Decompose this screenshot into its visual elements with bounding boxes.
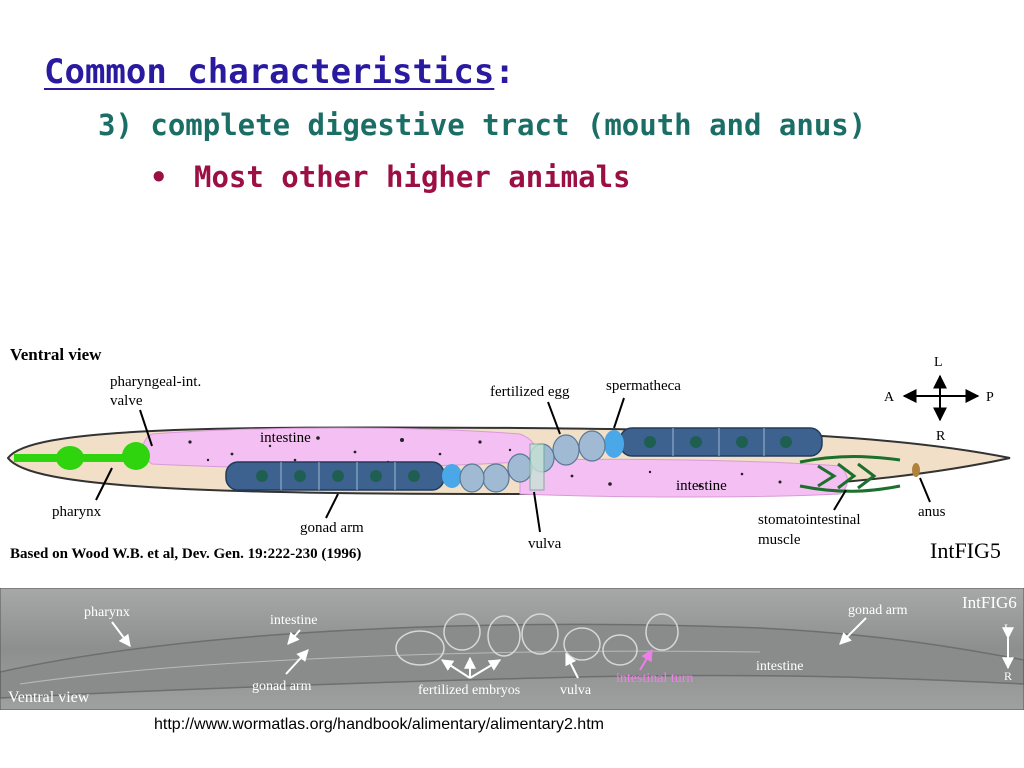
gonad-nuclei-upper bbox=[644, 436, 792, 448]
numbered-point: 3) complete digestive tract (mouth and a… bbox=[98, 108, 867, 142]
micro-label-gonad-arm2: gonad arm bbox=[848, 603, 908, 618]
slide-title-colon: : bbox=[494, 52, 515, 92]
fertilized-eggs bbox=[459, 430, 606, 493]
fig6-compass-l: L bbox=[1004, 621, 1011, 635]
compass-a: A bbox=[884, 390, 895, 405]
worm-diagram: Ventral view pharyngeal-int. valve ferti… bbox=[0, 336, 1024, 582]
compass-l: L bbox=[934, 355, 943, 370]
label-vulva: vulva bbox=[528, 536, 562, 552]
spermatheca-anterior bbox=[442, 464, 462, 488]
bullet-dot: • bbox=[150, 160, 168, 194]
micro-label-intestine2: intestine bbox=[756, 659, 803, 674]
slide-title: Common characteristics: bbox=[44, 52, 515, 92]
pharynx-shape bbox=[14, 442, 150, 470]
fig5-view-label: Ventral view bbox=[10, 345, 102, 364]
stomatointestinal-muscle bbox=[799, 455, 901, 493]
label-valve2: valve bbox=[110, 393, 143, 409]
intestine-granules bbox=[188, 436, 782, 488]
gonad-nuclei-lower bbox=[256, 470, 420, 482]
label-muscle: muscle bbox=[758, 532, 801, 548]
compass-p: P bbox=[986, 390, 994, 405]
micro-label-vulva: vulva bbox=[560, 683, 592, 698]
micro-label-intestine1: intestine bbox=[270, 613, 317, 628]
label-valve: pharyngeal-int. bbox=[110, 374, 201, 390]
micro-label-fertilized-embryos: fertilized embryos bbox=[418, 683, 520, 698]
compass-fig5: L R A P bbox=[884, 355, 994, 444]
micro-label-intestinal-turn: intestinal turn bbox=[616, 671, 693, 686]
label-pharynx: pharynx bbox=[52, 504, 102, 520]
bullet-text: Most other higher animals bbox=[194, 160, 631, 194]
vulva-shape bbox=[529, 443, 545, 491]
fig6-figure-id: IntFIG6 bbox=[962, 593, 1017, 612]
spermatheca-posterior bbox=[604, 430, 624, 458]
micro-label-gonad-arm1: gonad arm bbox=[252, 679, 312, 694]
micro-label-pharynx: pharynx bbox=[84, 605, 130, 620]
label-fertilized-egg: fertilized egg bbox=[490, 384, 570, 400]
fig6-compass-r: R bbox=[1004, 669, 1012, 683]
source-url[interactable]: http://www.wormatlas.org/handbook/alimen… bbox=[154, 716, 604, 733]
slide-title-text: Common characteristics bbox=[44, 52, 495, 92]
label-anus: anus bbox=[918, 504, 946, 520]
label-stomato: stomatointestinal bbox=[758, 512, 861, 528]
label-intestine-bottom: intestine bbox=[676, 478, 727, 494]
fig6-view-label: Ventral view bbox=[8, 689, 90, 706]
fig5-citation: Based on Wood W.B. et al, Dev. Gen. 19:2… bbox=[10, 546, 361, 562]
label-intestine-top: intestine bbox=[260, 430, 311, 446]
anus-shape bbox=[912, 463, 920, 477]
worm-micrograph: pharynx intestine gonad arm fertilized e… bbox=[0, 588, 1024, 710]
fig5-figure-id: IntFIG5 bbox=[930, 538, 1001, 563]
bullet-item: • Most other higher animals bbox=[150, 160, 631, 194]
compass-r: R bbox=[936, 429, 946, 444]
micrograph-embryos bbox=[395, 613, 679, 666]
label-gonad-arm: gonad arm bbox=[300, 520, 364, 536]
label-spermatheca: spermatheca bbox=[606, 378, 681, 394]
